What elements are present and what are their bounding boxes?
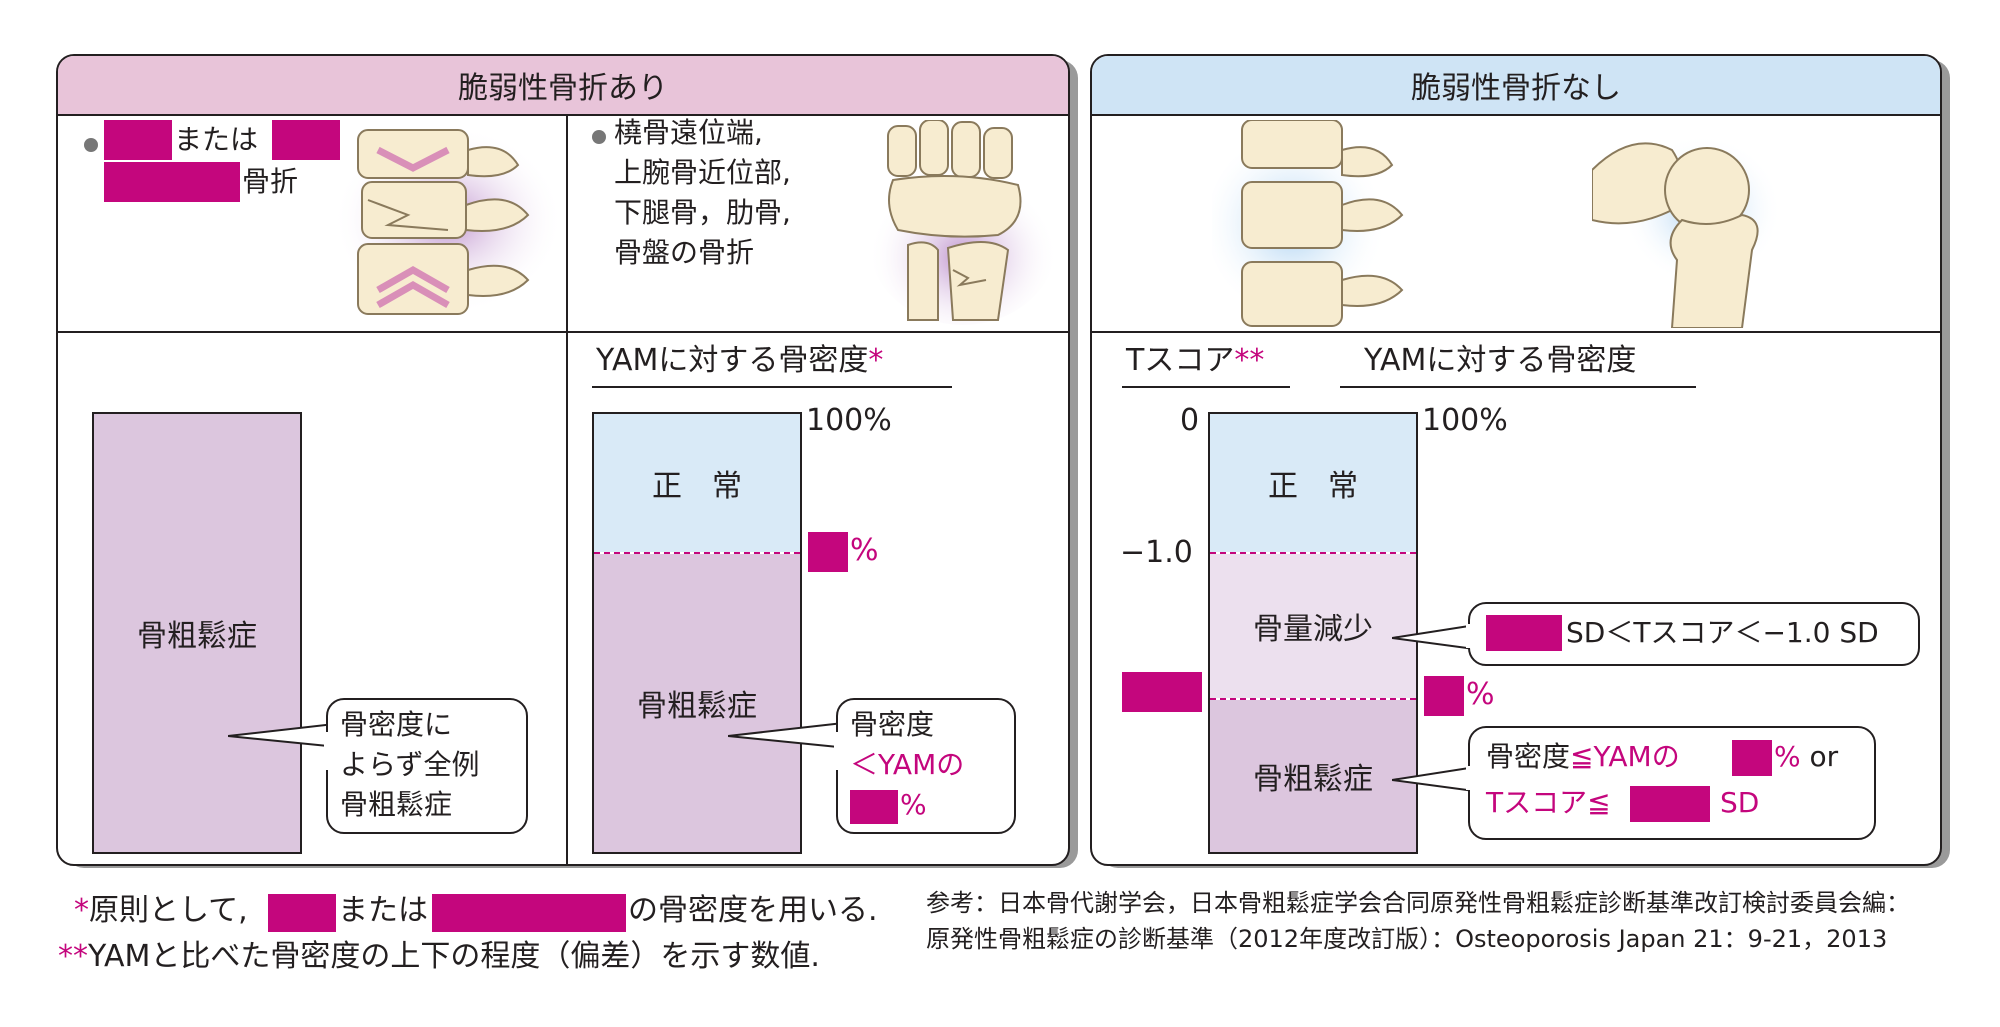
spine-fracture-illustration xyxy=(333,125,563,315)
right-100-label: 100% xyxy=(1422,403,1508,438)
wrist-fracture-illustration xyxy=(868,120,1058,325)
mid-threshold-pct: % xyxy=(850,533,879,568)
redacted-box xyxy=(808,532,848,572)
footnote-1-end: の骨密度を用いる. xyxy=(628,893,878,928)
tscore-header: Tスコア** xyxy=(1126,343,1265,378)
footnote-1: *原則として, xyxy=(74,893,248,928)
mid-header-underline xyxy=(592,386,952,388)
left-callout-line-2: よらず全例 xyxy=(340,748,480,781)
redacted-box xyxy=(432,894,626,932)
footnote-1-mid: または xyxy=(338,893,428,928)
right-reduced-zone: 骨量減少 xyxy=(1210,554,1416,698)
yam-header: YAMに対する骨密度 xyxy=(1364,343,1637,378)
left-row-divider xyxy=(58,331,1068,333)
left-callout-line-3: 骨粗鬆症 xyxy=(340,788,453,821)
yam-underline xyxy=(1340,386,1696,388)
right-threshold-line-1 xyxy=(1210,552,1416,554)
mid-callout: 骨密度 ＜YAMの % xyxy=(836,698,1016,834)
right-callout2-line1: 骨密度≦YAMの xyxy=(1486,740,1680,773)
redacted-box xyxy=(104,162,240,202)
reference-line-1: 参考：日本骨代謝学会，日本骨粗鬆症学会合同原発性骨粗鬆症診断基準改訂検討委員会編… xyxy=(926,889,1910,917)
redacted-box xyxy=(1630,786,1710,822)
mid-osteo-zone: 骨粗鬆症 xyxy=(594,554,800,852)
redacted-box xyxy=(268,894,336,932)
right-callout-1: SD＜Tスコア＜−1.0 SD xyxy=(1468,602,1920,666)
left-panel-title: 脆弱性骨折あり xyxy=(458,71,668,106)
mid-callout-line-3: % xyxy=(900,788,927,821)
right-callout-2: 骨密度≦YAMの % or Tスコア≦ SD xyxy=(1468,726,1876,840)
cell2-line-1: 橈骨遠位端, xyxy=(614,116,763,149)
right-panel-header: 脆弱性骨折なし xyxy=(1092,56,1940,116)
mid-callout-line-1: 骨密度 xyxy=(850,708,935,741)
tscore-underline xyxy=(1122,386,1290,388)
left-col-divider xyxy=(566,114,568,864)
redacted-box xyxy=(1122,672,1202,712)
left-callout: 骨密度に よらず全例 骨粗鬆症 xyxy=(326,698,528,834)
redacted-box xyxy=(1486,615,1562,651)
right-bar: 正 常 骨量減少 骨粗鬆症 xyxy=(1208,412,1418,854)
left-panel-header: 脆弱性骨折あり xyxy=(58,56,1068,116)
left-bar-label: 骨粗鬆症 xyxy=(137,619,257,654)
right-callout1-text: SD＜Tスコア＜−1.0 SD xyxy=(1566,616,1879,649)
mid-threshold-line xyxy=(594,552,800,554)
right-threshold-line-2 xyxy=(1210,698,1416,700)
mid-100-label: 100% xyxy=(806,403,892,438)
right-callout2-pointer xyxy=(1392,765,1482,793)
redacted-box xyxy=(850,790,898,824)
right-panel-title: 脆弱性骨折なし xyxy=(1411,71,1621,106)
reference-line-2: 原発性骨粗鬆症の診断基準（2012年度改訂版）：Osteoporosis Jap… xyxy=(926,925,1888,953)
footnote-2: **YAMと比べた骨密度の上下の程度（偏差）を示す数値. xyxy=(58,939,820,974)
axis-zero-label: 0 xyxy=(1180,403,1200,438)
right-normal-zone: 正 常 xyxy=(1210,414,1416,552)
axis-minus1-label: −1.0 xyxy=(1120,535,1193,570)
healthy-spine-illustration xyxy=(1212,120,1404,327)
left-callout-seam xyxy=(324,732,330,770)
left-panel: 脆弱性骨折あり または 骨折 橈骨遠位端, 上腕骨近位部, 下腿骨，肋骨, 骨盤… xyxy=(56,54,1070,866)
right-callout1-seam xyxy=(1466,624,1472,648)
redacted-box xyxy=(1732,740,1772,776)
healthy-hip-illustration xyxy=(1592,135,1782,328)
mid-normal-zone: 正 常 xyxy=(594,414,800,552)
right-callout2-line2-end: SD xyxy=(1720,786,1760,819)
cell2-line-2: 上腕骨近位部, xyxy=(614,156,791,189)
mid-callout-seam xyxy=(834,732,840,770)
redacted-box xyxy=(104,120,172,160)
cell1-suffix2: 骨折 xyxy=(242,165,299,198)
right-callout2-seam xyxy=(1466,766,1472,790)
bullet-dot xyxy=(592,126,616,145)
right-row-divider xyxy=(1092,331,1940,333)
mid-header: YAMに対する骨密度* xyxy=(596,343,884,378)
right-osteo-zone: 骨粗鬆症 xyxy=(1210,700,1416,852)
right-callout2-line1-end: % or xyxy=(1774,740,1839,773)
cell1-suffix1: または xyxy=(174,123,259,156)
left-callout-line-1: 骨密度に xyxy=(340,708,453,741)
right-panel: 脆弱性骨折なし Tスコア** YAMに対する xyxy=(1090,54,1942,866)
mid-callout-line-2: ＜YAMの xyxy=(850,748,965,781)
cell2-line-4: 骨盤の骨折 xyxy=(614,236,755,269)
redacted-box xyxy=(1424,676,1464,716)
left-osteoporosis-bar: 骨粗鬆症 xyxy=(92,412,302,854)
cell2-line-3: 下腿骨，肋骨, xyxy=(614,196,791,229)
mid-bar: 正 常 骨粗鬆症 xyxy=(592,412,802,854)
right-callout1-pointer xyxy=(1392,623,1482,651)
bullet-dot xyxy=(84,134,108,153)
redacted-box xyxy=(272,120,340,160)
right-callout2-line2: Tスコア≦ xyxy=(1486,786,1611,819)
right-threshold-pct: % xyxy=(1466,677,1495,712)
